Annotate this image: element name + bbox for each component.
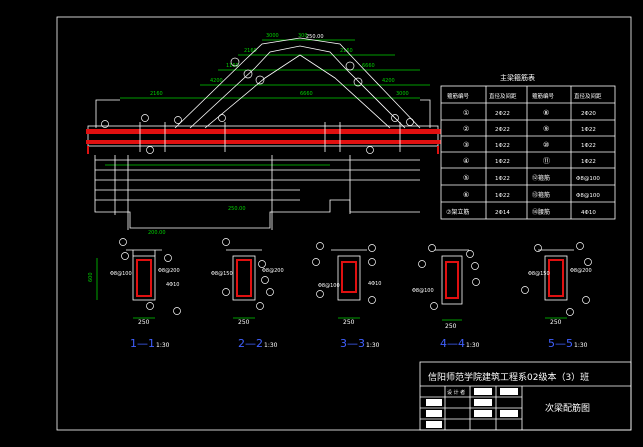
table-header: 直径及间距: [574, 92, 602, 100]
section-2-2: Φ8@150 Φ8@200 250 2—2 1:30: [211, 238, 284, 350]
stirrup-label: Φ8@200: [570, 268, 592, 274]
support-columns: [139, 122, 401, 152]
section-4-4: Φ8@100 250 4—4 1:30: [412, 244, 480, 350]
height-label: 250.00: [228, 206, 246, 212]
table-cell: ⑭腰筋: [532, 208, 550, 216]
section-3-3: Φ8@100 4Φ10 250 3—3 1:30: [312, 242, 381, 350]
title-cell: 设 计 者: [447, 389, 465, 396]
dim-label: 2160: [244, 48, 257, 54]
drawing-frame: [56, 16, 632, 431]
top-rebar: [86, 129, 441, 134]
table-cell: 2Φ22: [495, 111, 510, 117]
dim-label: 4200: [382, 78, 395, 84]
table-cell: 4Φ10: [581, 210, 596, 216]
table-cell: ④: [463, 157, 469, 165]
title-block: 设 计 者 信阳师范学院建筑工程系02级本（3）班 次梁配筋图: [419, 361, 632, 431]
table-cell: Φ8@100: [576, 176, 600, 182]
dim-label: 6660: [362, 63, 375, 69]
span-label: 200.00: [148, 230, 166, 236]
table-cell: 1Φ22: [581, 143, 596, 149]
table-cell: 1Φ22: [495, 193, 510, 199]
table-cell: ⑪: [543, 157, 550, 165]
stirrup-label: Φ8@150: [211, 271, 233, 277]
section-scale: 1:30: [264, 342, 278, 349]
table-header: 直径及间距: [489, 92, 517, 100]
dim-label: 3000: [396, 91, 409, 97]
table-cell: 2Φ22: [495, 127, 510, 133]
table-cell: 1Φ22: [581, 159, 596, 165]
rebar-table: 主梁箍筋表 箍筋编号 直径及间距 箍筋编号 直径及间距 ① 2Φ22 ⑧ 2Φ2…: [440, 73, 616, 220]
dim-label: 3000: [266, 33, 279, 39]
stirrup-label: Φ8@200: [158, 268, 180, 274]
elevation-dimensions: 3000 300 2160 2160 1160 6660 4200 4200 2…: [120, 33, 430, 99]
bottom-rebar: [86, 140, 441, 144]
dim-label: 4200: [210, 78, 223, 84]
beam-elevation: 3000 300 2160 2160 1160 6660 4200 4200 2…: [86, 33, 441, 236]
dim-label: 300: [298, 33, 308, 39]
dim-label: 1160: [226, 63, 239, 69]
table-cell: 1Φ22: [495, 143, 510, 149]
stirrup-label: Φ8@100: [412, 288, 434, 294]
table-cell: ③: [463, 141, 469, 149]
beam-outline: [87, 125, 439, 147]
bars-label: 4Φ10: [368, 281, 381, 287]
section-width: 250: [550, 319, 562, 326]
school-name: 信阳师范学院建筑工程系02级本（3）班: [428, 371, 589, 383]
section-scale: 1:30: [366, 342, 380, 349]
table-cell: 1Φ22: [495, 176, 510, 182]
table-cell: 2Φ14: [495, 210, 510, 216]
drawing-title: 次梁配筋图: [545, 402, 590, 414]
table-cell: ②: [463, 125, 469, 133]
section-width: 250: [238, 319, 250, 326]
section-width: 250: [343, 319, 355, 326]
table-cell: ⑦架立筋: [446, 208, 469, 216]
stirrup-label: Φ8@100: [110, 271, 132, 277]
table-header: 箍筋编号: [447, 92, 470, 100]
bars-label: 4Φ10: [166, 282, 179, 288]
table-header: 箍筋编号: [532, 92, 555, 100]
stirrup-label: Φ8@150: [528, 271, 550, 277]
section-height: 600: [88, 272, 94, 282]
elevation-lower-outline: 250.00 200.00: [94, 155, 420, 236]
elevation-bar-markers: [101, 57, 414, 154]
table-cell: ⑩: [543, 141, 549, 149]
section-scale: 1:30: [466, 342, 480, 349]
section-scale: 1:30: [156, 342, 170, 349]
table-title: 主梁箍筋表: [500, 73, 535, 82]
section-5-5: Φ8@150 Φ8@200 250 5—5 1:30: [521, 242, 592, 350]
section-label: 2—2: [238, 337, 263, 350]
section-label: 3—3: [340, 337, 365, 350]
table-cell: Φ8@100: [576, 193, 600, 199]
section-label: 5—5: [548, 337, 573, 350]
table-cell: ⑥: [463, 191, 469, 199]
table-cell: ⑤: [463, 174, 469, 182]
table-cell: ⑧: [543, 109, 549, 117]
section-1-1: 600 Φ8@100 Φ8@200 4Φ10 250 1—1 1:30: [88, 238, 181, 350]
stirrup-label: Φ8@200: [262, 268, 284, 274]
stirrup-label: Φ8@100: [318, 283, 340, 289]
section-scale: 1:30: [574, 342, 588, 349]
dim-label: 6660: [300, 91, 313, 97]
section-label: 4—4: [440, 337, 465, 350]
table-cell: 1Φ22: [581, 127, 596, 133]
table-cell: ⑨: [543, 125, 549, 133]
table-cell: ⑬箍筋: [532, 191, 550, 199]
table-cell: 1Φ22: [495, 159, 510, 165]
dim-label: 2160: [150, 91, 163, 97]
section-label: 1—1: [130, 337, 155, 350]
section-width: 250: [138, 319, 150, 326]
height-label: 250.00: [306, 34, 324, 40]
table-cell: ①: [463, 109, 469, 117]
table-cell: 2Φ20: [581, 111, 596, 117]
section-width: 250: [445, 323, 457, 330]
bent-bars: [95, 37, 431, 129]
table-cell: ⑫箍筋: [532, 174, 550, 182]
